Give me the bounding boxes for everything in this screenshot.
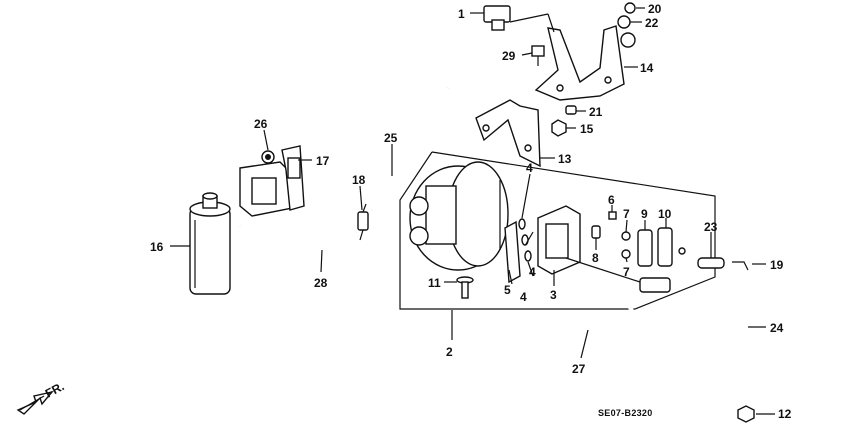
callout-16: 16 <box>150 240 164 254</box>
solenoid-valve-part-3 <box>537 205 641 283</box>
callout-23: 23 <box>704 220 718 234</box>
callout-21: 21 <box>589 105 603 119</box>
callout-9: 9 <box>641 207 648 221</box>
callout-13: 13 <box>558 152 572 166</box>
front-direction-indicator: FR. <box>16 379 66 415</box>
o-rings-part-4 <box>518 218 532 262</box>
callout-24: 24 <box>770 321 784 335</box>
callout-29: 29 <box>502 49 516 63</box>
fittings-parts-6-7-8 <box>591 211 631 259</box>
canister-part-16 <box>189 192 231 295</box>
callout-7b: 7 <box>623 265 630 279</box>
hose-part-28 <box>238 224 358 252</box>
vacuum-actuator <box>409 161 509 271</box>
clip-part-1 <box>483 5 511 31</box>
hose-part-24 <box>732 258 749 400</box>
bracket-part-17 <box>239 145 305 217</box>
bolt-part-29 <box>531 45 545 66</box>
callout-11: 11 <box>428 276 441 290</box>
hose-part-27 <box>511 291 634 334</box>
bracket-part-14 <box>534 25 625 101</box>
bolt-part-11 <box>456 276 474 299</box>
callout-4a: 4 <box>526 161 533 175</box>
sleeve-part-23 <box>697 257 725 269</box>
callout-12: 12 <box>778 407 792 421</box>
callout-6: 6 <box>608 193 615 207</box>
assembly-bracket <box>399 151 716 310</box>
callout-5: 5 <box>504 283 511 297</box>
callout-17: 17 <box>316 154 330 168</box>
callout-18: 18 <box>352 173 366 187</box>
nuts-parts-15-20-21-22 <box>551 2 636 137</box>
callout-19: 19 <box>770 258 784 272</box>
diagram-code: SE07-B2320 <box>598 408 653 418</box>
callout-28: 28 <box>314 276 328 290</box>
hose-part-25 <box>369 85 450 212</box>
callout-22: 22 <box>645 16 659 30</box>
nut-part-12 <box>737 405 755 423</box>
callout-14: 14 <box>640 61 654 75</box>
gasket-part-5 <box>504 220 521 284</box>
callout-labels: 1 2 3 4 4 4 5 6 7 7 8 9 10 11 12 13 14 1… <box>150 2 792 421</box>
callout-4c: 4 <box>520 290 527 304</box>
bolt-part-26 <box>261 150 275 164</box>
callout-3: 3 <box>550 288 557 302</box>
callout-1: 1 <box>458 7 465 21</box>
callout-27: 27 <box>572 362 586 376</box>
callout-4b: 4 <box>529 265 536 279</box>
callout-25: 25 <box>384 131 398 145</box>
callout-10: 10 <box>658 207 672 221</box>
callout-26: 26 <box>254 117 268 131</box>
callout-20: 20 <box>648 2 662 16</box>
callout-15: 15 <box>580 122 594 136</box>
callout-8: 8 <box>592 251 599 265</box>
check-valve-part-18 <box>357 203 369 241</box>
callout-7a: 7 <box>623 207 630 221</box>
leader-lines <box>170 7 775 415</box>
connector <box>639 277 671 293</box>
valve-caps-parts-9-10 <box>637 227 686 267</box>
callout-2: 2 <box>446 345 453 359</box>
bracket-part-13 <box>475 99 541 168</box>
